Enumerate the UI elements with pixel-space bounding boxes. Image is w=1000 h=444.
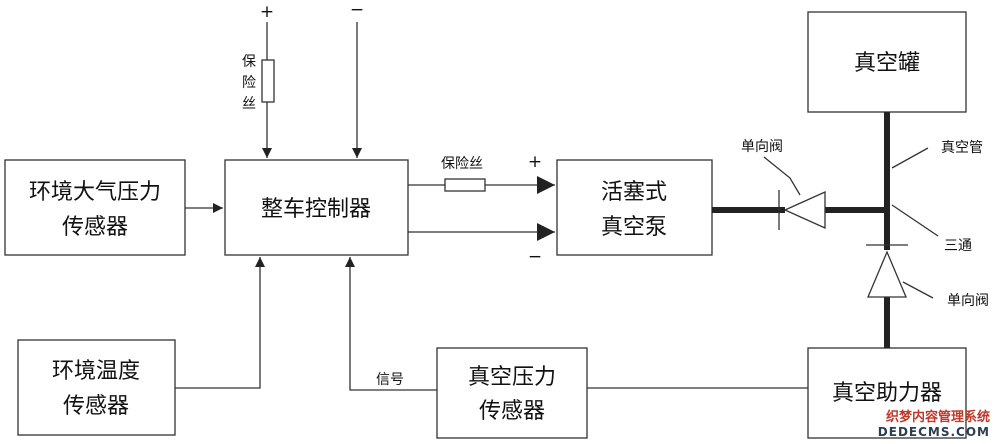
temp-sensor-signal-line <box>175 257 265 389</box>
ambient-pressure-sensor-line2: 传感器 <box>62 215 128 240</box>
vacuum-pipe-label: 真空管 <box>941 140 983 156</box>
fuse-horizontal-label: 保险丝 <box>441 156 483 172</box>
fuse-vertical-char1: 保 <box>242 54 256 70</box>
controller-minus-sign: − <box>350 0 364 20</box>
watermark-text: 织梦内容管理系统 <box>885 410 990 425</box>
piston-pump-line2: 真空泵 <box>601 215 667 240</box>
watermark-subtext: DEDECMS.COM <box>877 425 990 439</box>
check-valve-bottom-symbol <box>866 244 908 298</box>
vacuum-tank-label: 真空罐 <box>854 51 920 76</box>
piston-pump-block: 活塞式 真空泵 <box>556 159 713 256</box>
vacuum-pressure-sensor-block: 真空压力 传感器 <box>436 347 588 439</box>
fuse-vertical-symbol <box>261 59 275 103</box>
check-valve-top-leader <box>763 156 801 196</box>
ambient-temp-sensor-line1: 环境温度 <box>52 359 140 384</box>
power-plus-wire <box>261 22 275 158</box>
vacuum-pipe-leader <box>891 147 929 169</box>
vacuum-booster-label: 真空助力器 <box>832 381 942 406</box>
signal-label: 信号 <box>376 372 404 388</box>
check-valve-top-symbol <box>778 190 826 230</box>
fuse-vertical-char3: 丝 <box>242 96 256 112</box>
fuse-horizontal-symbol <box>444 178 486 192</box>
pump-plus-wire <box>408 176 555 194</box>
vacuum-pressure-sensor-line2: 传感器 <box>479 399 545 424</box>
vacuum-tank-block: 真空罐 <box>807 11 967 113</box>
ambient-pressure-sensor-line1: 环境大气压力 <box>29 180 161 205</box>
pump-plus-sign: + <box>528 152 542 172</box>
vacuum-pressure-sensor-line1: 真空压力 <box>468 365 556 390</box>
pump-minus-sign: − <box>528 247 542 267</box>
check-valve-bottom-leader <box>902 281 934 299</box>
tee-label: 三通 <box>944 238 972 254</box>
tee-leader <box>891 204 939 237</box>
ambient-temp-sensor-line2: 传感器 <box>63 394 129 419</box>
check-valve-bottom-label: 单向阀 <box>947 293 989 309</box>
piston-pump-line1: 活塞式 <box>601 180 667 205</box>
ambient-temp-sensor-block: 环境温度 传感器 <box>17 339 176 436</box>
ambient-pressure-sensor-block: 环境大气压力 传感器 <box>4 159 186 256</box>
vacuum-sensor-signal-line <box>345 257 437 391</box>
watermark: 织梦内容管理系统 DEDECMS.COM <box>878 410 990 440</box>
vehicle-controller-block: 整车控制器 <box>224 159 409 256</box>
check-valve-top-label: 单向阀 <box>741 139 783 155</box>
fuse-vertical-char2: 险 <box>242 75 256 91</box>
vehicle-controller-label: 整车控制器 <box>261 197 371 222</box>
controller-plus-sign: + <box>260 2 274 22</box>
